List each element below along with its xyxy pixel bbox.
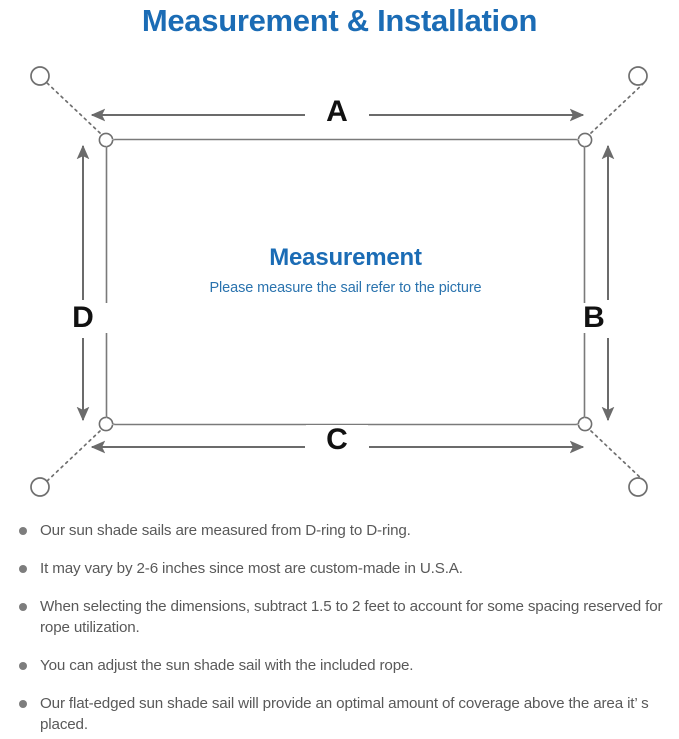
rope-line-bottom-left <box>45 430 101 483</box>
anchor-point-top-right <box>628 66 648 86</box>
d-ring-bottom-left <box>98 416 114 432</box>
bullet-icon <box>19 603 27 611</box>
anchor-point-bottom-right <box>628 477 648 497</box>
d-ring-top-right <box>577 132 593 148</box>
d-ring-bottom-right <box>577 416 593 432</box>
corner-wedge-top-left <box>106 139 115 148</box>
corner-wedge-top-right <box>576 139 585 148</box>
d-ring-top-left <box>98 132 114 148</box>
bullet-icon <box>19 565 27 573</box>
list-item: Our flat-edged sun shade sail will provi… <box>10 693 665 735</box>
note-text: You can adjust the sun shade sail with t… <box>40 657 414 674</box>
sun-shade-sail-measurement-diagram: Measurement Please measure the sail refe… <box>0 50 679 512</box>
note-text: It may vary by 2-6 inches since most are… <box>40 560 463 577</box>
list-item: You can adjust the sun shade sail with t… <box>10 655 665 676</box>
anchor-point-bottom-left <box>30 477 50 497</box>
note-text: When selecting the dimensions, subtract … <box>40 598 663 636</box>
bullet-icon <box>19 700 27 708</box>
note-text: Our flat-edged sun shade sail will provi… <box>40 695 649 733</box>
list-item: When selecting the dimensions, subtract … <box>10 596 665 638</box>
sail-rectangle <box>105 138 586 426</box>
rope-line-top-right <box>590 81 646 134</box>
list-item: It may vary by 2-6 inches since most are… <box>10 558 665 579</box>
rope-line-bottom-right <box>590 430 646 483</box>
corner-wedge-bottom-right <box>576 416 585 425</box>
corner-wedge-bottom-left <box>106 416 115 425</box>
anchor-point-top-left <box>30 66 50 86</box>
list-item: Our sun shade sails are measured from D-… <box>10 520 665 541</box>
diagram-canvas <box>30 66 648 497</box>
page-title: Measurement & Installation <box>141 3 538 38</box>
notes-list: Our sun shade sails are measured from D-… <box>0 520 679 735</box>
bullet-icon <box>19 662 27 670</box>
rope-line-top-left <box>45 81 101 134</box>
bullet-icon <box>19 527 27 535</box>
note-text: Our sun shade sails are measured from D-… <box>40 522 411 539</box>
